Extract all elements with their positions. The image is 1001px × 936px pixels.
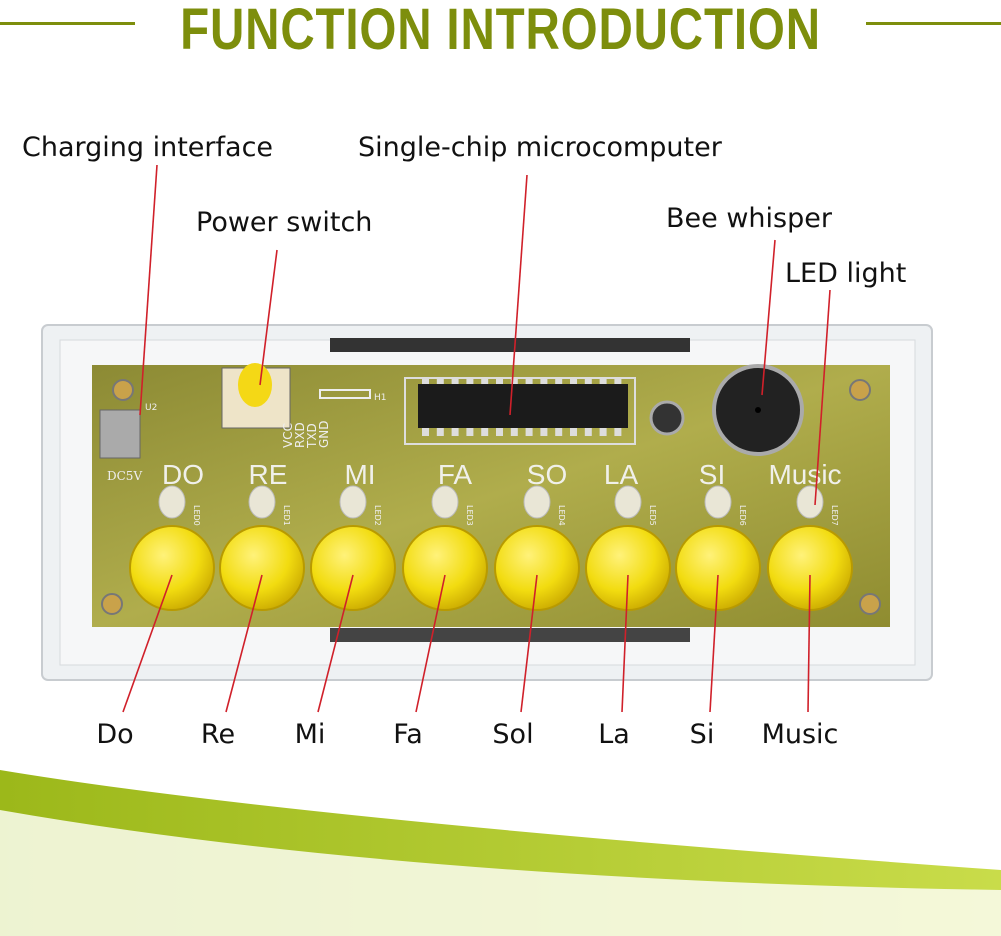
led-icon: [704, 485, 732, 519]
callout-line: [122, 574, 173, 713]
note-label-fa: Fa: [393, 719, 423, 750]
callout-line: [225, 574, 263, 713]
key-button: [129, 525, 215, 611]
pin-label: RXD: [293, 422, 307, 448]
led-icon: [158, 485, 186, 519]
title-rule-right: [866, 22, 1001, 25]
note-label-do: Do: [96, 719, 134, 750]
key-button: [494, 525, 580, 611]
callout-line: [317, 574, 354, 713]
h1-label: H1: [374, 393, 387, 403]
led-icon: [339, 485, 367, 519]
title-rule-left: [0, 22, 135, 25]
key-label: SO: [527, 459, 567, 490]
callout-line: [814, 289, 831, 506]
key-label: DO: [162, 459, 204, 490]
led-label: LED5: [648, 505, 657, 526]
callout-led-light: LED light: [785, 258, 907, 289]
key-label: MI: [344, 459, 375, 490]
callout-charging-interface: Charging interface: [22, 132, 274, 163]
led-icon: [523, 485, 551, 519]
callout-power-switch: Power switch: [196, 207, 373, 238]
callout-line: [621, 574, 629, 713]
note-label-la: La: [598, 719, 630, 750]
capacitor: [649, 400, 685, 436]
callout-line: [509, 174, 528, 416]
callout-line: [415, 574, 446, 713]
pin-label: GND: [317, 420, 331, 448]
callout-line: [520, 574, 538, 713]
key-label: LA: [604, 459, 639, 490]
callout-line: [139, 164, 158, 416]
key-button: [402, 525, 488, 611]
u2-label: U2: [145, 403, 157, 413]
key-label: FA: [438, 459, 473, 490]
led-icon: [796, 485, 824, 519]
led-label: LED3: [465, 505, 474, 526]
callout-line: [807, 574, 811, 713]
led-icon: [248, 485, 276, 519]
page-title: FUNCTION INTRODUCTION: [180, 0, 821, 62]
led-label: LED6: [738, 505, 747, 526]
led-label: LED4: [557, 505, 566, 526]
dc5v-label: DC5V: [107, 469, 142, 483]
callout-line: [761, 239, 776, 396]
key-button: [675, 525, 761, 611]
callout-line: [709, 574, 719, 713]
led-label: LED2: [373, 505, 382, 526]
note-label-music: Music: [761, 719, 839, 750]
key-button: [585, 525, 671, 611]
pin-label: VCC: [281, 423, 295, 448]
led-label: LED0: [192, 505, 201, 526]
callout-bee-whisper: Bee whisper: [666, 203, 832, 234]
key-button: [310, 525, 396, 611]
led-icon: [431, 485, 459, 519]
callout-line: [259, 249, 278, 386]
usb-port: [99, 409, 141, 459]
microcontroller-chip: [404, 377, 636, 445]
note-label-mi: Mi: [294, 719, 326, 750]
key-label: Music: [768, 459, 841, 490]
led-label: LED7: [830, 505, 839, 526]
note-label-re: Re: [200, 719, 236, 750]
callout-single-chip-microcomputer: Single-chip microcomputer: [358, 132, 722, 163]
led-label: LED1: [282, 505, 291, 526]
key-label: RE: [249, 459, 288, 490]
key-label: SI: [699, 459, 725, 490]
led-icon: [614, 485, 642, 519]
note-label-sol: Sol: [492, 719, 534, 750]
key-button: [219, 525, 305, 611]
pin-label: TXD: [305, 423, 319, 449]
screw-icon: [101, 379, 881, 615]
note-label-si: Si: [689, 719, 715, 750]
